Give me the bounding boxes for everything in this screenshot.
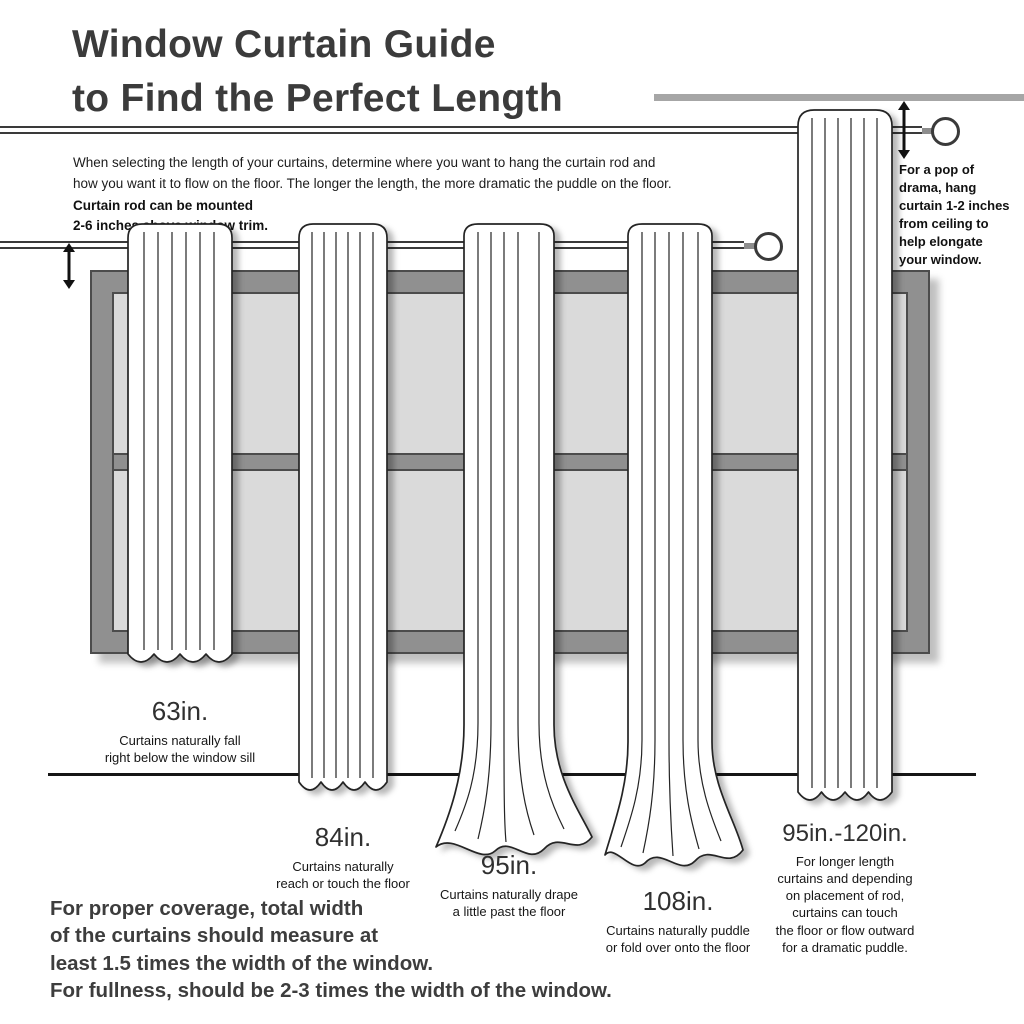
curtain-folds — [454, 232, 565, 843]
high-curtain-rod — [0, 126, 922, 134]
curtain-84-label-block: 84in. Curtains naturally reach or touch … — [243, 822, 443, 892]
curtain-63-label-block: 63in. Curtains naturally fall right belo… — [80, 696, 280, 766]
length-description: Curtains naturally drape a little past t… — [439, 887, 579, 920]
length-description: Curtains naturally puddle or fold over o… — [605, 923, 751, 956]
coverage-width-note: For proper coverage, total width of the … — [50, 897, 612, 1002]
rod-mount-height-arrow-icon — [63, 243, 75, 289]
curtain-panel — [604, 223, 744, 867]
length-label: 108in. — [642, 886, 714, 916]
curtain-folds — [311, 232, 374, 778]
curtain-108-label-block: 108in. Curtains naturally puddle or fold… — [578, 886, 778, 956]
length-label: 95in. — [480, 850, 538, 880]
ceiling-drama-note: For a pop of drama, hang curtain 1-2 inc… — [899, 162, 1010, 267]
main-rod-finial-stem — [742, 243, 756, 249]
curtain-panel — [298, 223, 388, 791]
intro-text: When selecting the length of your curtai… — [73, 155, 672, 191]
length-label: 95in.-120in. — [782, 820, 908, 847]
length-description: Curtains naturally reach or touch the fl… — [276, 859, 410, 892]
curtain-84in — [298, 223, 388, 791]
curtain-63in — [127, 223, 233, 663]
curtain-panel — [435, 223, 593, 856]
length-description: Curtains naturally fall right below the … — [104, 733, 256, 766]
curtain-95-label-block: 95in. Curtains naturally drape a little … — [409, 850, 609, 920]
curtain-95in — [435, 223, 593, 856]
high-rod-finial-stem — [920, 128, 934, 134]
length-description: For longer length curtains and depending… — [775, 854, 915, 955]
curtain-95-120-label-block: 95in.-120in. For longer length curtains … — [755, 820, 935, 956]
curtain-folds — [620, 232, 722, 857]
curtain-folds — [143, 232, 215, 650]
page-title: Window Curtain Guide to Find the Perfect… — [72, 23, 563, 120]
main-rod-finial-icon — [754, 232, 783, 261]
curtain-folds — [811, 118, 878, 788]
length-label: 63in. — [151, 696, 209, 726]
curtain-panel — [127, 223, 233, 663]
length-label: 84in. — [314, 822, 372, 852]
curtain-panel — [797, 109, 893, 801]
ceiling-line — [654, 94, 1024, 101]
ceiling-gap-arrow-icon — [898, 101, 910, 159]
high-rod-finial-icon — [931, 117, 960, 146]
curtain-95-120in — [797, 109, 893, 801]
curtain-108in — [604, 223, 744, 867]
